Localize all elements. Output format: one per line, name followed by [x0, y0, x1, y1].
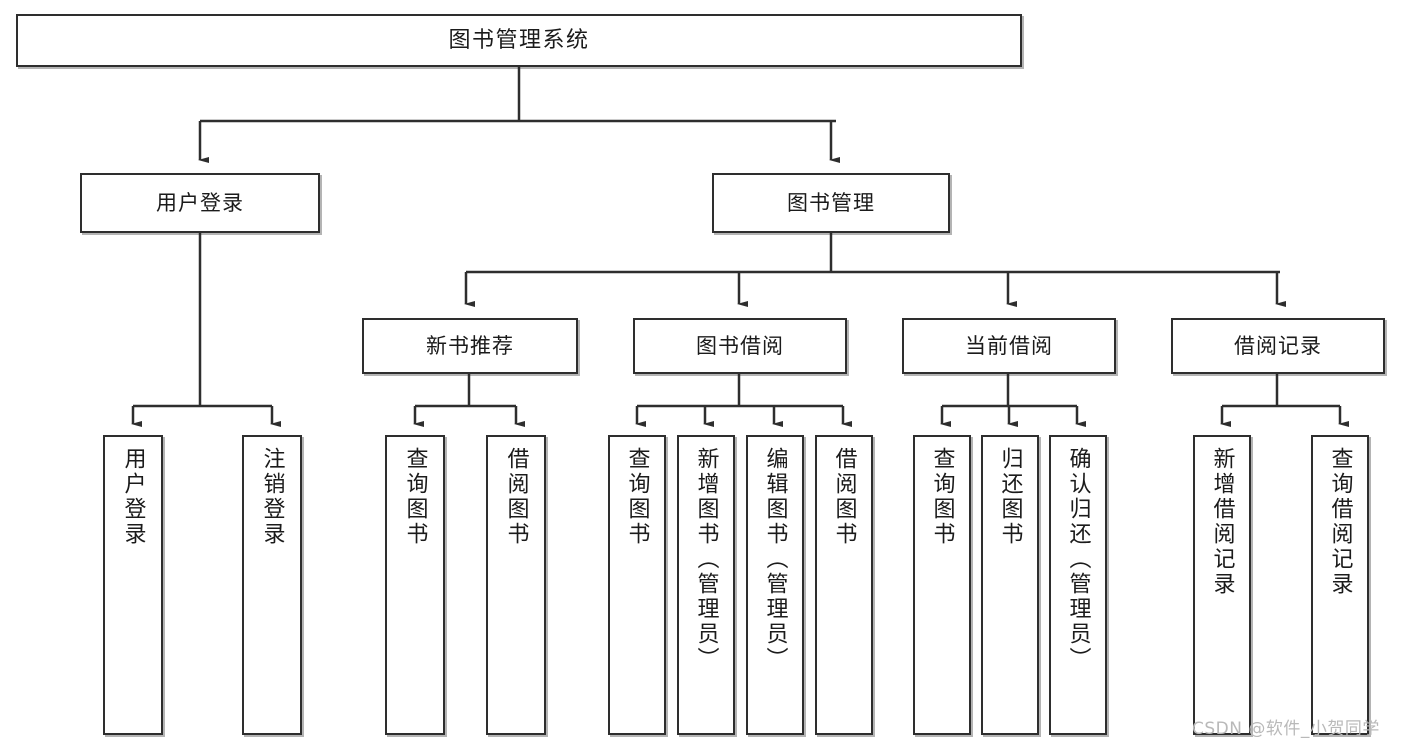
leaf-user-login-login[interactable]: 用户登录	[103, 435, 163, 735]
node-new-book-recommend[interactable]: 新书推荐	[362, 318, 578, 374]
node-label: 借阅记录	[1234, 333, 1322, 358]
node-label: 图书管理	[787, 190, 875, 215]
node-label: 借阅图书	[831, 447, 857, 547]
node-label: 查询图书	[402, 447, 428, 547]
node-book-borrow[interactable]: 图书借阅	[633, 318, 847, 374]
node-user-login[interactable]: 用户登录	[80, 173, 320, 233]
leaf-borrow-record-query[interactable]: 查询借阅记录	[1311, 435, 1369, 735]
node-label: 新增图书（管理员）	[693, 447, 719, 672]
node-label: 确认归还（管理员）	[1065, 447, 1091, 672]
node-label: 用户登录	[156, 190, 244, 215]
leaf-current-borrow-return[interactable]: 归还图书	[981, 435, 1039, 735]
node-label: 借阅图书	[503, 447, 529, 547]
node-book-management[interactable]: 图书管理	[712, 173, 950, 233]
leaf-current-borrow-query[interactable]: 查询图书	[913, 435, 971, 735]
node-label: 查询借阅记录	[1327, 447, 1353, 597]
node-label: 图书借阅	[696, 333, 784, 358]
leaf-borrow-record-add[interactable]: 新增借阅记录	[1193, 435, 1251, 735]
node-label: 图书管理系统	[448, 27, 590, 53]
node-borrow-record[interactable]: 借阅记录	[1171, 318, 1385, 374]
node-label: 新书推荐	[426, 333, 514, 358]
node-label: 查询图书	[624, 447, 650, 547]
node-label: 新增借阅记录	[1209, 447, 1235, 597]
leaf-book-borrow-query[interactable]: 查询图书	[608, 435, 666, 735]
leaf-new-book-borrow[interactable]: 借阅图书	[486, 435, 546, 735]
node-label: 当前借阅	[965, 333, 1053, 358]
node-label: 查询图书	[929, 447, 955, 547]
node-label: 归还图书	[997, 447, 1023, 547]
leaf-book-borrow-borrow[interactable]: 借阅图书	[815, 435, 873, 735]
node-current-borrow[interactable]: 当前借阅	[902, 318, 1116, 374]
leaf-current-borrow-confirm[interactable]: 确认归还（管理员）	[1049, 435, 1107, 735]
leaf-user-login-logout[interactable]: 注销登录	[242, 435, 302, 735]
node-label: 注销登录	[259, 447, 285, 547]
node-label: 用户登录	[120, 447, 146, 547]
leaf-book-borrow-edit[interactable]: 编辑图书（管理员）	[746, 435, 804, 735]
node-root-system[interactable]: 图书管理系统	[16, 14, 1022, 67]
node-label: 编辑图书（管理员）	[762, 447, 788, 672]
leaf-book-borrow-add[interactable]: 新增图书（管理员）	[677, 435, 735, 735]
leaf-new-book-query[interactable]: 查询图书	[385, 435, 445, 735]
